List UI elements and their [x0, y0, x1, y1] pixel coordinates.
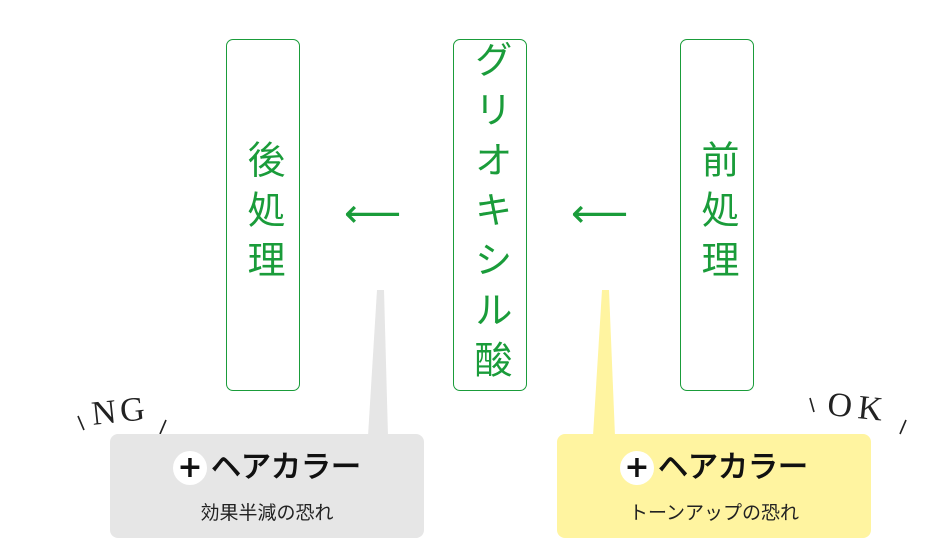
ng-box-title: + ヘアカラー: [110, 450, 424, 486]
step-glyoxylic-acid: グリオキシル酸: [453, 39, 527, 391]
ng-callout-pointer: [368, 290, 388, 436]
ng-hair-color-box: + ヘアカラー 効果半減の恐れ: [110, 434, 424, 538]
ng-box-title-text: ヘアカラー: [211, 450, 361, 485]
ok-verdict: OK: [809, 386, 907, 435]
ok-hair-color-box: + ヘアカラー トーンアップの恐れ: [557, 434, 871, 538]
ok-box-title: + ヘアカラー: [557, 450, 871, 486]
ok-verdict-text: OK: [826, 386, 891, 429]
plus-icon: +: [620, 451, 654, 485]
ok-callout-pointer: [593, 290, 615, 436]
ng-verdict-text: NG: [90, 390, 151, 433]
step-glyoxylic-acid-label: グリオキシル酸: [468, 40, 512, 390]
step-post-treatment-label: 後処理: [241, 140, 285, 290]
arrow-left-icon: ⟵: [571, 191, 629, 237]
ok-box-subtitle: トーンアップの恐れ: [628, 502, 800, 524]
ng-verdict: NG: [77, 390, 167, 435]
plus-icon: +: [173, 451, 207, 485]
step-pre-treatment: 前処理: [680, 39, 754, 391]
arrow-left-icon: ⟵: [344, 191, 402, 237]
ok-box-title-text: ヘアカラー: [658, 450, 808, 485]
step-pre-treatment-label: 前処理: [695, 140, 739, 290]
step-post-treatment: 後処理: [226, 39, 300, 391]
ng-box-subtitle: 効果半減の恐れ: [200, 502, 334, 524]
